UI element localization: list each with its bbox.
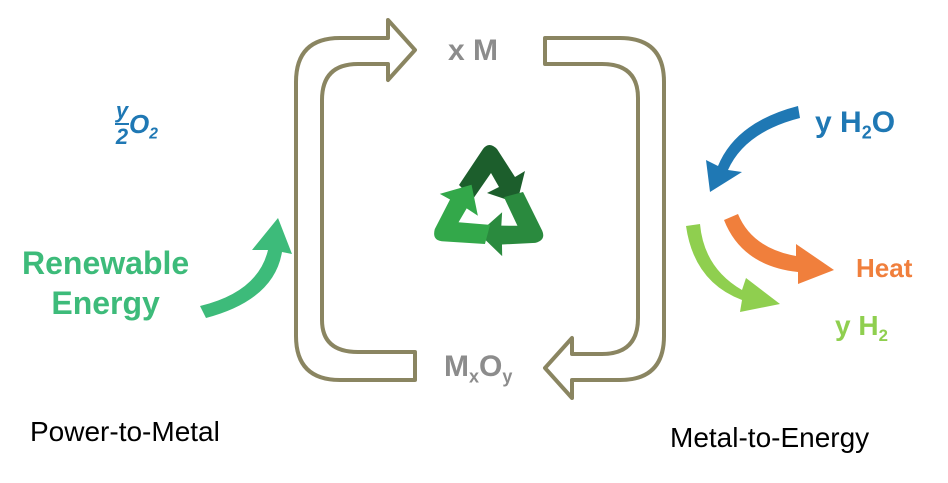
power-to-metal-caption: Power-to-Metal [30,416,220,447]
top-species-label: x M [448,34,499,67]
cycle-arrow-left [294,18,417,382]
hydrogen-label: y H2 [835,310,888,345]
renewable-energy-label: Renewable Energy [22,245,190,321]
heat-label: Heat [856,253,913,283]
metal-to-energy-caption: Metal-to-Energy [670,422,870,453]
oxygen-label: y 2 O2 [115,98,158,149]
hydrogen-arrow [686,224,780,312]
cycle-arrow-right [543,36,666,400]
water-label: y H2O [815,106,896,143]
water-arrow [706,106,800,192]
renewable-energy-arrow [200,218,292,318]
recycle-icon [434,145,544,257]
heat-arrow [724,214,834,284]
bottom-species-label: MxOy [444,350,513,387]
